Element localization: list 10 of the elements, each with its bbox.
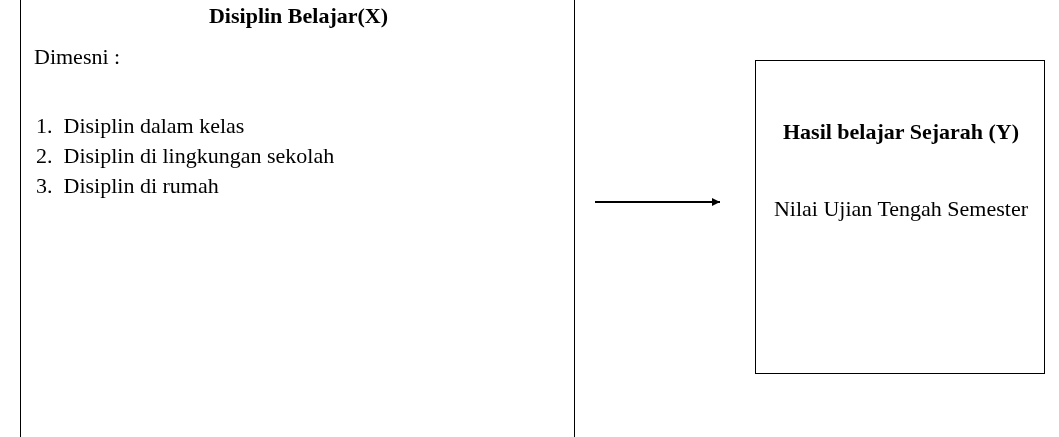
process-box bbox=[20, 0, 575, 437]
list-item: 2. Disiplin di lingkungan sekolah bbox=[36, 142, 336, 170]
arrow bbox=[594, 198, 721, 206]
list-item: 1. Disiplin dalam kelas bbox=[36, 112, 246, 140]
body-text: Dimesni : bbox=[34, 43, 122, 71]
process-box bbox=[755, 60, 1045, 374]
heading: Disiplin Belajar(X) bbox=[207, 2, 390, 30]
heading: Hasil belajar Sejarah (Y) bbox=[781, 118, 1021, 146]
list-item: 3. Disiplin di rumah bbox=[36, 172, 220, 200]
body-text: Nilai Ujian Tengah Semester bbox=[772, 195, 1029, 223]
